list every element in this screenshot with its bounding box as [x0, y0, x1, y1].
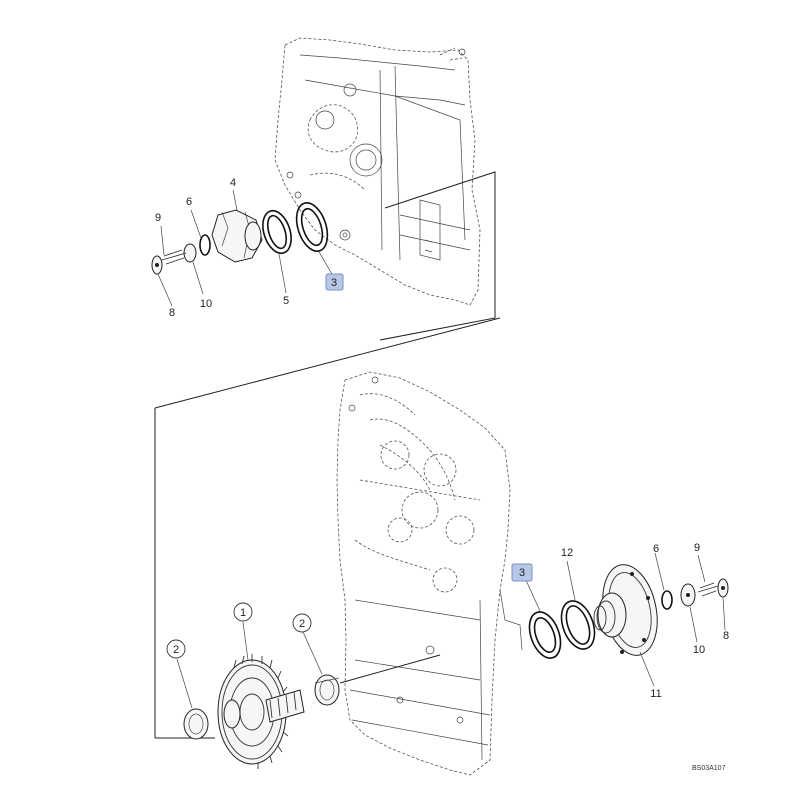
callout-5: 5: [283, 295, 289, 307]
callout-3-lower: 3: [519, 567, 525, 579]
gear-1: [217, 654, 305, 769]
callout-2b: 2: [299, 618, 305, 630]
callout-9: 9: [155, 212, 161, 224]
upper-callouts: 4 6 9 10 8 5 3: [155, 177, 344, 319]
callout-2a-circle: [166, 639, 186, 659]
callout-9-lower: 9: [694, 542, 700, 554]
callout-6-lower: 6: [653, 543, 659, 555]
lower-parts: [176, 552, 729, 769]
upper-parts: [151, 189, 334, 307]
callout-2a: 2: [173, 644, 179, 656]
callout-11: 11: [650, 688, 661, 700]
callout-8-lower: 8: [723, 630, 729, 642]
upper-frame: [154, 171, 501, 409]
callout-6: 6: [186, 196, 192, 208]
flange-11: [593, 564, 658, 656]
callout-8: 8: [169, 307, 175, 319]
lower-frame: [154, 408, 441, 739]
callout-1: 1: [240, 607, 246, 619]
callout-2b-circle: [292, 613, 312, 633]
lower-housing: [336, 371, 523, 776]
lower-callouts: 12 6 9 8 10 11 3 1 2 2: [166, 542, 729, 700]
callout-12: 12: [561, 547, 573, 559]
figure-code: BS03A107: [692, 765, 726, 772]
callout-3-lower-highlight: [511, 563, 533, 582]
callout-10-lower: 10: [693, 644, 705, 656]
upper-housing: [274, 37, 481, 306]
callout-1-circle: [233, 602, 253, 622]
callout-3: 3: [331, 277, 337, 289]
callout-4: 4: [230, 177, 236, 189]
callout-3-highlight: [325, 273, 344, 291]
callout-10: 10: [200, 298, 212, 310]
